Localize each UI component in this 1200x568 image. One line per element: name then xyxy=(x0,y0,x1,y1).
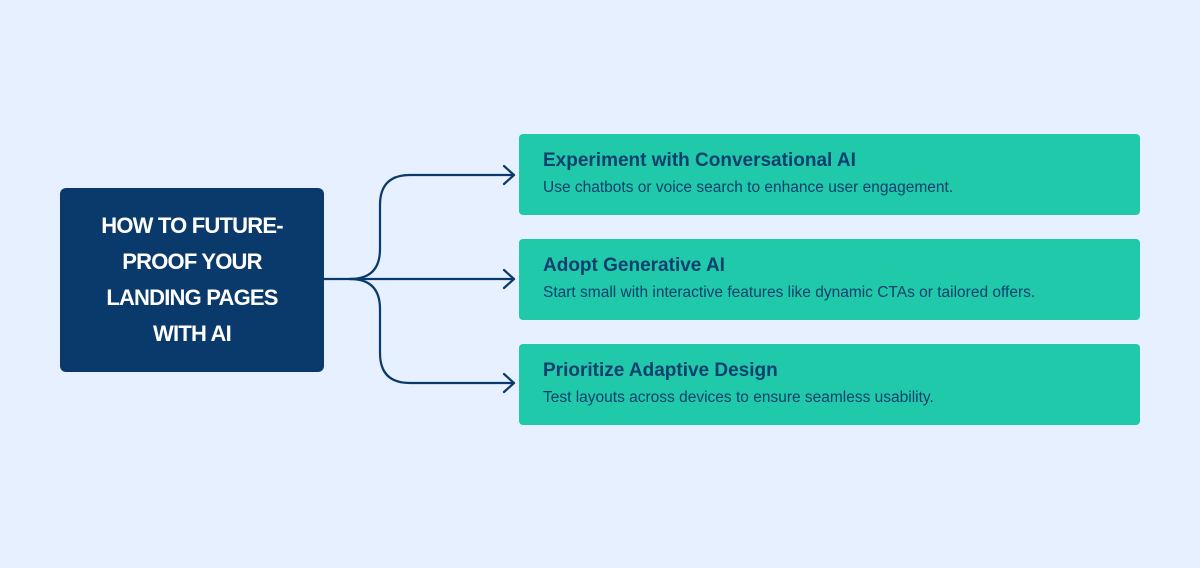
arrowhead-bottom-icon xyxy=(502,372,516,394)
connector-trunk xyxy=(322,173,516,281)
branch-node-conversational-ai: Experiment with Conversational AI Use ch… xyxy=(519,134,1140,215)
branch-title: Prioritize Adaptive Design xyxy=(543,360,778,381)
branch-description: Start small with interactive features li… xyxy=(543,284,1036,301)
branch-description: Use chatbots or voice search to enhance … xyxy=(543,179,954,196)
connector-bottom xyxy=(348,277,516,385)
arrowhead-top-icon xyxy=(502,164,516,186)
branch-node-adaptive-design: Prioritize Adaptive Design Test layouts … xyxy=(519,344,1140,425)
branch-node-generative-ai: Adopt Generative AI Start small with int… xyxy=(519,239,1140,320)
root-title: HOW TO FUTURE-PROOF YOUR LANDING PAGES W… xyxy=(101,213,283,346)
branch-title: Experiment with Conversational AI xyxy=(543,150,856,171)
root-node: HOW TO FUTURE-PROOF YOUR LANDING PAGES W… xyxy=(60,188,324,372)
branch-title: Adopt Generative AI xyxy=(543,255,725,276)
branch-description: Test layouts across devices to ensure se… xyxy=(543,389,934,406)
arrowhead-middle-icon xyxy=(502,268,516,290)
